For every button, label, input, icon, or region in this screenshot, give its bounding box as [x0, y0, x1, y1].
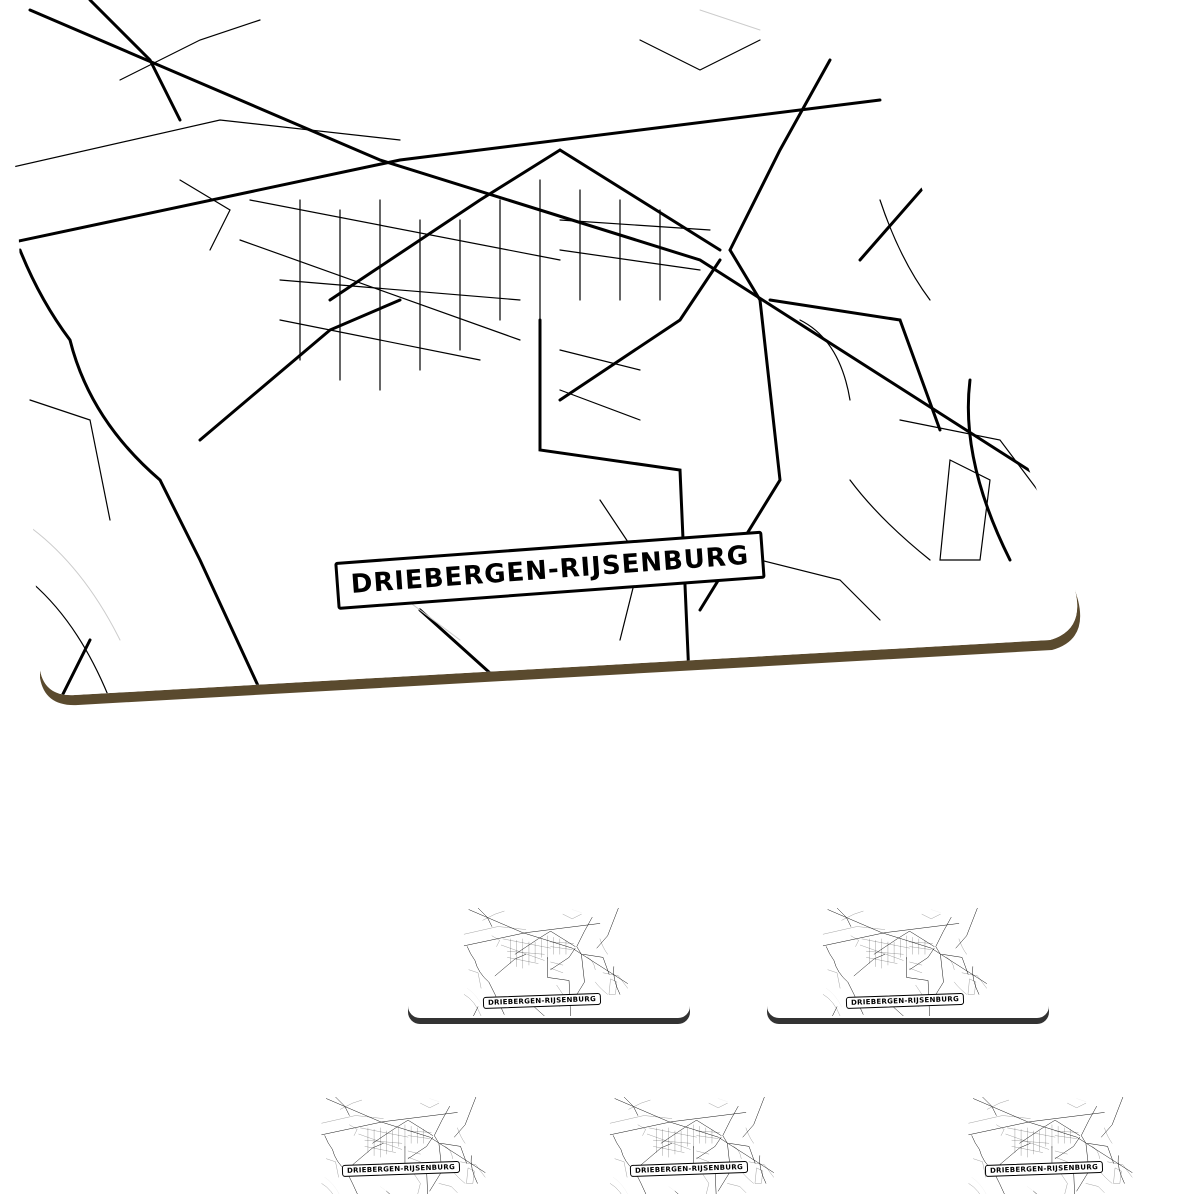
main-coaster [10, 0, 1081, 706]
thumbnail-coaster-4 [552, 1095, 838, 1194]
thumbnail-coaster-1 [408, 906, 690, 1024]
thumbnail-coaster-5 [912, 1095, 1195, 1194]
thumbnail-coaster-3 [265, 1095, 548, 1194]
thumbnail-coaster-2 [767, 906, 1049, 1024]
